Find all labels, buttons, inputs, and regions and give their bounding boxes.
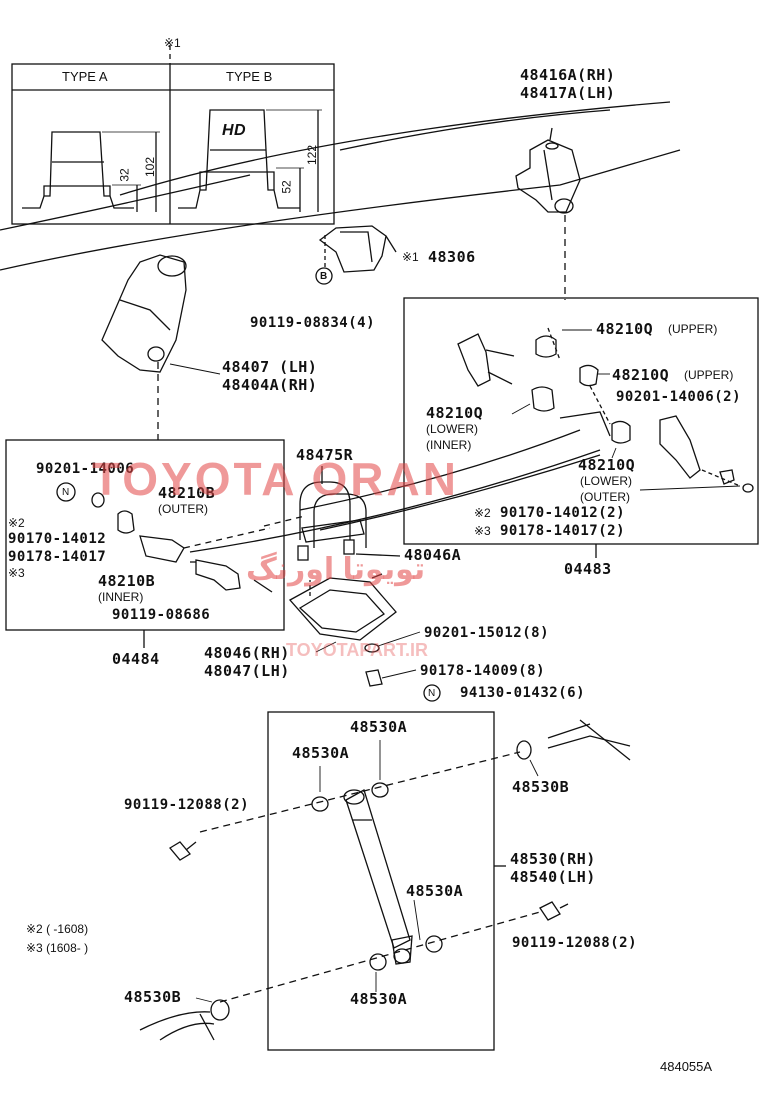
shock-bolts [169, 740, 569, 1021]
shock-bush-b-top: 48530B [512, 778, 570, 796]
label-seat-lh: 48047(LH) [204, 662, 290, 680]
right-assembly: 04483 [564, 560, 612, 578]
footnote-3: ※3 (1608- ) [26, 941, 89, 955]
footnote-2: ※2 ( -1608) [26, 922, 89, 936]
left-assembly: 04484 [112, 650, 160, 668]
bump-stopper [318, 225, 397, 273]
shock-absorber [311, 782, 443, 971]
watermark-persian: تویوتا اورنگ [246, 553, 426, 586]
label-bolt-b: 90119-08834(4) [250, 315, 376, 331]
washer-graphic [364, 643, 380, 653]
shock-mount-lines [199, 751, 541, 1003]
figure-code: 484055A [660, 1059, 713, 1074]
shock-absorber-box [267, 711, 495, 1051]
left-mark3: ※3 [8, 566, 25, 580]
shackle-bracket [515, 127, 581, 300]
right-bush-lower-outer-note2: (OUTER) [580, 490, 630, 504]
right-nut-3: 90178-14017(2) [500, 523, 626, 539]
type-a-dim-high: 102 [143, 156, 158, 178]
left-bush-inner-code: 48210B [98, 572, 156, 590]
type-b-dim-high: 122 [305, 144, 320, 166]
shock-bush-top-a: 48530A [350, 718, 408, 736]
left-bush-outer-note: (OUTER) [158, 502, 208, 516]
shackle-parts [457, 327, 754, 493]
u-bolts [297, 466, 401, 561]
label-ubolt-nut: 48046A [404, 546, 462, 564]
leaf-spring [189, 411, 611, 553]
type-a-title: TYPE A [62, 69, 108, 84]
label-hanger-lh: 48407 (LH) [222, 358, 318, 376]
left-nut-3: 90178-14017 [8, 549, 107, 565]
label-nut-a: 90178-14009(8) [420, 663, 546, 679]
right-bush-lower-inner-note2: (INNER) [426, 438, 472, 452]
stopper-mark: ※1 [402, 250, 419, 264]
shock-bush-b-bottom: 48530B [124, 988, 182, 1006]
bolt-b-marker: B [320, 271, 328, 282]
label-seat-rh: 48046(RH) [204, 644, 290, 662]
watermark-brand: TOYOTA ORAN [92, 453, 459, 505]
right-bush-lower-inner-note1: (LOWER) [426, 422, 478, 436]
shackle-bushing-box [403, 297, 759, 545]
label-washer-a: 90201-15012(8) [424, 625, 550, 641]
label-stopper: 48306 [428, 248, 476, 266]
right-bush-lower-outer-note1: (LOWER) [580, 474, 632, 488]
label-nut-n: 94130-01432(6) [460, 685, 586, 701]
right-bush-upper2-note: (UPPER) [684, 368, 734, 382]
front-bushing-box [5, 439, 285, 631]
shock-bush-bottom-a: 48530A [350, 990, 408, 1008]
right-bush-upper1: 48210Q [596, 320, 654, 338]
right-mark3: ※3 [474, 524, 491, 538]
type-box [11, 45, 335, 225]
type-a-dim-low: 32 [117, 168, 132, 182]
right-washer: 90201-14006(2) [616, 389, 742, 405]
right-mark2: ※2 [474, 506, 491, 520]
left-bush-outer-code: 48210B [158, 484, 216, 502]
label-bracket-lh: 48417A(LH) [520, 84, 616, 102]
bolt-b-marker-circle [315, 267, 333, 285]
right-bush-lower-outer: 48210Q [578, 456, 636, 474]
n-marker-circle [423, 684, 441, 702]
front-bushing-parts [56, 482, 306, 593]
spring-seat [288, 573, 397, 653]
right-bush-lower-inner: 48210Q [426, 404, 484, 422]
nut-n-marker: N [428, 688, 436, 699]
left-bush-inner-note: (INNER) [98, 590, 144, 604]
type-b-title: TYPE B [226, 69, 273, 84]
label-ubolt: 48475R [296, 446, 354, 464]
type-b-dim-low: 52 [279, 180, 294, 194]
shock-bush-mid: 48530A [406, 882, 464, 900]
shock-absorber-rh: 48530(RH) [510, 850, 596, 868]
shock-absorber-lh: 48540(LH) [510, 868, 596, 886]
right-bush-upper1-note: (UPPER) [668, 322, 718, 336]
label-bracket-rh: 48416A(RH) [520, 66, 616, 84]
shock-bush-a2: 48530A [292, 744, 350, 762]
type-b-bumper [178, 109, 322, 212]
right-nut-2: 90170-14012(2) [500, 505, 626, 521]
left-washer: 90201-14006 [36, 461, 135, 477]
shock-bolt-right: 90119-12088(2) [512, 935, 638, 951]
label-hanger-rh: 48404A(RH) [222, 376, 318, 394]
left-mark2: ※2 [8, 516, 25, 530]
ref-mark-1: ※1 [164, 36, 181, 50]
type-a-bumper [22, 131, 160, 212]
left-n-marker: N [62, 487, 70, 498]
type-b-emblem: HD [222, 122, 247, 139]
shock-bolt-left: 90119-12088(2) [124, 797, 250, 813]
axle-fragments [139, 719, 631, 1041]
right-bush-upper2: 48210Q [612, 366, 670, 384]
left-bolt: 90119-08686 [112, 607, 211, 623]
left-nut-2: 90170-14012 [8, 531, 107, 547]
watermark-url: TOYOTAPART.IR [286, 640, 429, 660]
front-hanger [101, 254, 221, 440]
nut-graphic [365, 669, 383, 687]
